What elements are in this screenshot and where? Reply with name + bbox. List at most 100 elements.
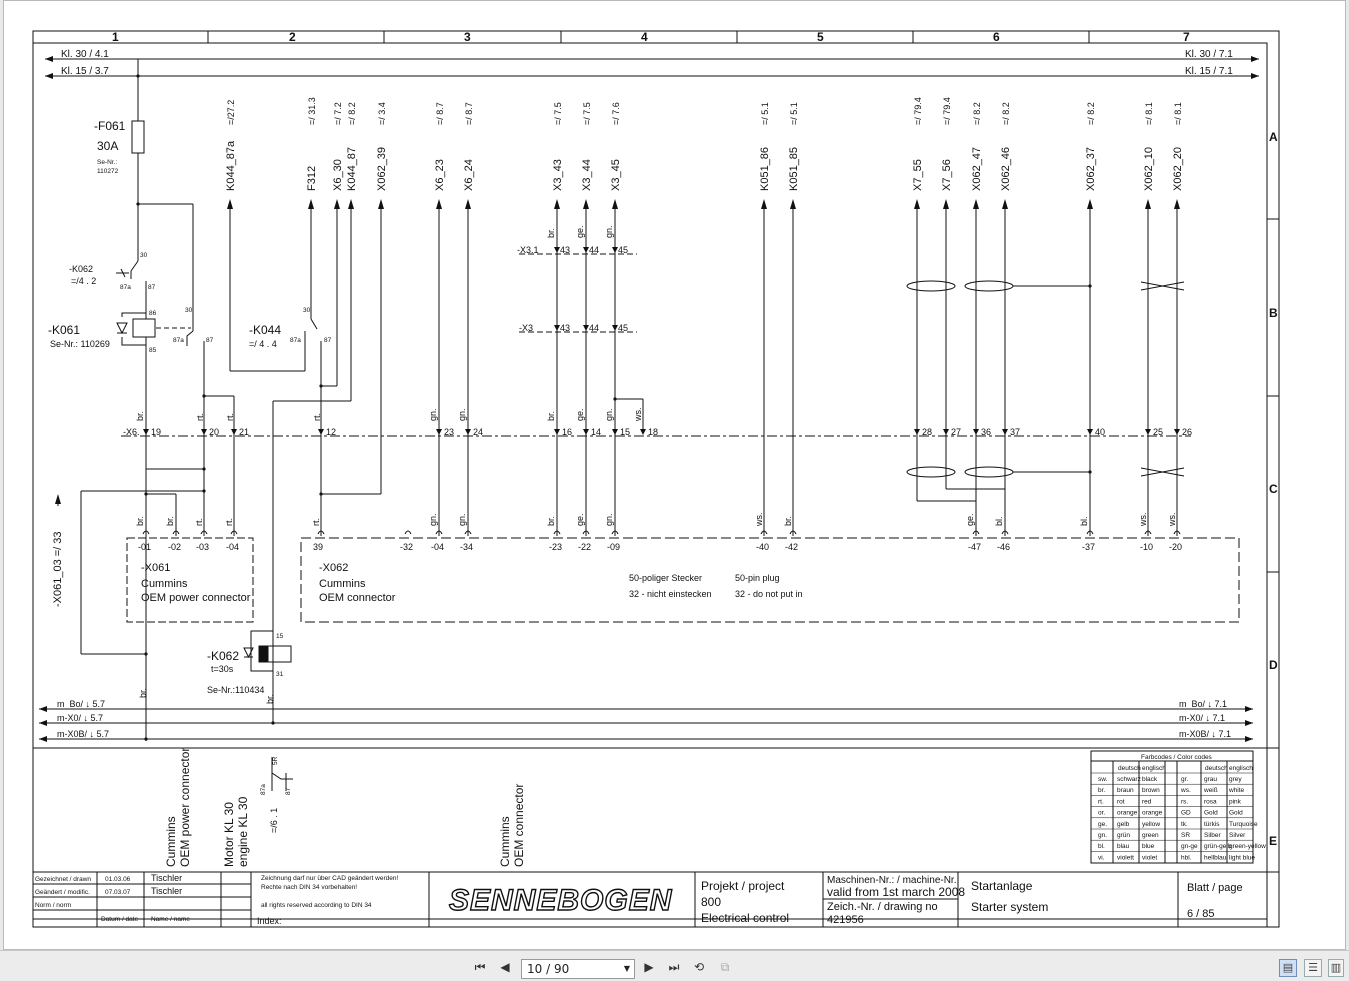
bottom-cummins-oem-2: OEM connector bbox=[512, 784, 526, 867]
pin-x062: -47 bbox=[968, 542, 981, 552]
cc-en: light blue bbox=[1229, 854, 1255, 861]
k061-label: -K061 bbox=[48, 323, 80, 337]
x062-line1: Cummins bbox=[319, 578, 366, 590]
tb-project-desc: Electrical control bbox=[701, 911, 789, 925]
pin-marker-icon bbox=[435, 530, 443, 535]
terminal-x6: 36 bbox=[981, 427, 991, 437]
bus-arrow-right bbox=[1245, 720, 1253, 726]
cc-head-de-2: deutsch bbox=[1205, 765, 1228, 772]
terminal-marker-icon bbox=[1174, 429, 1180, 435]
cc-de: grün-gelb bbox=[1204, 843, 1232, 850]
terminal-marker-icon bbox=[231, 429, 237, 435]
signal-ref: =/ 31.3 bbox=[307, 97, 317, 125]
cc-en: Turquoise bbox=[1229, 821, 1258, 828]
pin-x062: -42 bbox=[785, 542, 798, 552]
cc-code: rs. bbox=[1181, 798, 1188, 805]
k062-se: Se-Nr.:110434 bbox=[207, 685, 264, 695]
prev-page-icon[interactable]: ◀ bbox=[500, 960, 510, 974]
signal-ref: =/ 7.2 bbox=[333, 102, 343, 125]
copy-icon[interactable]: ⧉ bbox=[720, 960, 730, 974]
pin-x062: -10 bbox=[1140, 542, 1153, 552]
bus-mbo-left: m_Bo/ ↓ 5.7 bbox=[57, 699, 105, 709]
continuous-icon[interactable]: ☰ bbox=[1304, 959, 1322, 977]
tb-title-de: Startanlage bbox=[971, 879, 1033, 893]
single-page-icon[interactable]: ▤ bbox=[1279, 959, 1297, 977]
signal-name: X062_20 bbox=[1172, 147, 1184, 191]
column-label: 5 bbox=[817, 30, 824, 44]
contact-15: 15 bbox=[276, 633, 284, 640]
signal-name: X3_44 bbox=[581, 159, 593, 191]
wire-color-label: br. bbox=[546, 228, 556, 238]
terminal-marker-icon bbox=[943, 429, 949, 435]
tb-drawing-value: 421956 bbox=[827, 914, 864, 926]
signal-arrow-icon bbox=[1002, 199, 1008, 209]
cc-de: grau bbox=[1204, 776, 1217, 783]
cc-de: rosa bbox=[1204, 798, 1217, 805]
next-page-icon[interactable]: ▶ bbox=[644, 960, 654, 974]
sennebogen-logo: SENNEBOGEN bbox=[449, 884, 673, 917]
wire-color-label: ws. bbox=[1167, 513, 1177, 528]
terminal-x6: 14 bbox=[591, 427, 601, 437]
cc-en: grey bbox=[1229, 776, 1242, 783]
tb-norm-label: Norm / norm bbox=[35, 902, 71, 909]
wire-color-label: br. bbox=[135, 516, 145, 526]
signal-ref: =/ 8.2 bbox=[1001, 102, 1011, 125]
rotate-icon[interactable]: ⟲ bbox=[693, 960, 705, 974]
page-select[interactable]: 10 / 90 ▼ bbox=[521, 959, 635, 979]
first-page-icon[interactable]: ⏮ bbox=[474, 960, 486, 974]
cc-en: black bbox=[1142, 776, 1158, 783]
cc-head-en-2: englisch bbox=[1229, 765, 1253, 772]
cc-code: gn. bbox=[1098, 832, 1107, 839]
cc-en: brown bbox=[1142, 787, 1160, 794]
tb-notice-2: Rechte nach DIN 34 vorbehalten! bbox=[261, 884, 357, 891]
signal-arrow-icon bbox=[227, 199, 233, 209]
terminal-marker-icon bbox=[612, 429, 618, 435]
x6-label: -X6. bbox=[123, 427, 140, 437]
bus-kl15-right: Kl. 15 / 7.1 bbox=[1185, 66, 1233, 77]
cc-code: rt. bbox=[1098, 798, 1104, 805]
signal-name: X062_46 bbox=[1000, 147, 1012, 191]
last-page-icon[interactable]: ⏭ bbox=[668, 960, 680, 974]
two-page-icon[interactable]: ▥ bbox=[1328, 959, 1344, 977]
wire-color-label: rt. bbox=[225, 413, 235, 421]
terminal-marker-icon bbox=[1145, 429, 1151, 435]
column-label: 7 bbox=[1183, 30, 1190, 44]
wire-color-label: ge. bbox=[575, 513, 585, 526]
pin-marker-icon bbox=[317, 530, 325, 535]
pin-marker-icon bbox=[1086, 530, 1094, 535]
k044-label: -K044 bbox=[249, 323, 281, 337]
tb-project-label: Projekt / project bbox=[701, 879, 785, 893]
pin-marker-icon bbox=[789, 530, 797, 535]
note-en-1: 50-pin plug bbox=[735, 573, 780, 583]
pin-x062: -34 bbox=[460, 542, 473, 552]
cc-code: bl. bbox=[1098, 843, 1105, 850]
signal-name: X062_39 bbox=[376, 147, 388, 191]
pin-x061: -04 bbox=[226, 542, 239, 552]
cc-de: grün bbox=[1117, 832, 1130, 839]
terminal-marker-icon bbox=[583, 247, 589, 253]
contact-87-a: 87 bbox=[148, 284, 156, 291]
signal-arrow-icon bbox=[465, 199, 471, 209]
cc-code: vi. bbox=[1098, 854, 1105, 861]
signal-name: X3_43 bbox=[552, 159, 564, 191]
signal-ref: =/ 7.6 bbox=[611, 102, 621, 125]
terminal-x31: 44 bbox=[589, 245, 599, 255]
note-de-1: 50-poliger Stecker bbox=[629, 573, 702, 583]
cc-en: pink bbox=[1229, 798, 1242, 805]
signal-name: X7_55 bbox=[912, 159, 924, 191]
terminal-x3: 45 bbox=[618, 323, 628, 333]
terminal-marker-icon bbox=[554, 325, 560, 331]
terminal-x6: 26 bbox=[1182, 427, 1192, 437]
k062-time: t=30s bbox=[211, 664, 234, 674]
cc-en: green bbox=[1142, 832, 1159, 839]
wire-color-label: gn. bbox=[604, 513, 614, 526]
wire-color-label: rt. bbox=[194, 518, 204, 526]
bus-arrow-left bbox=[45, 56, 53, 62]
cc-en: Silver bbox=[1229, 832, 1246, 839]
wire-color-label: rt. bbox=[312, 413, 322, 421]
signal-name: X6_24 bbox=[463, 159, 475, 191]
bus-arrow-right bbox=[1251, 56, 1259, 62]
signal-name: X062_47 bbox=[971, 147, 983, 191]
cc-de: violett bbox=[1117, 854, 1134, 861]
